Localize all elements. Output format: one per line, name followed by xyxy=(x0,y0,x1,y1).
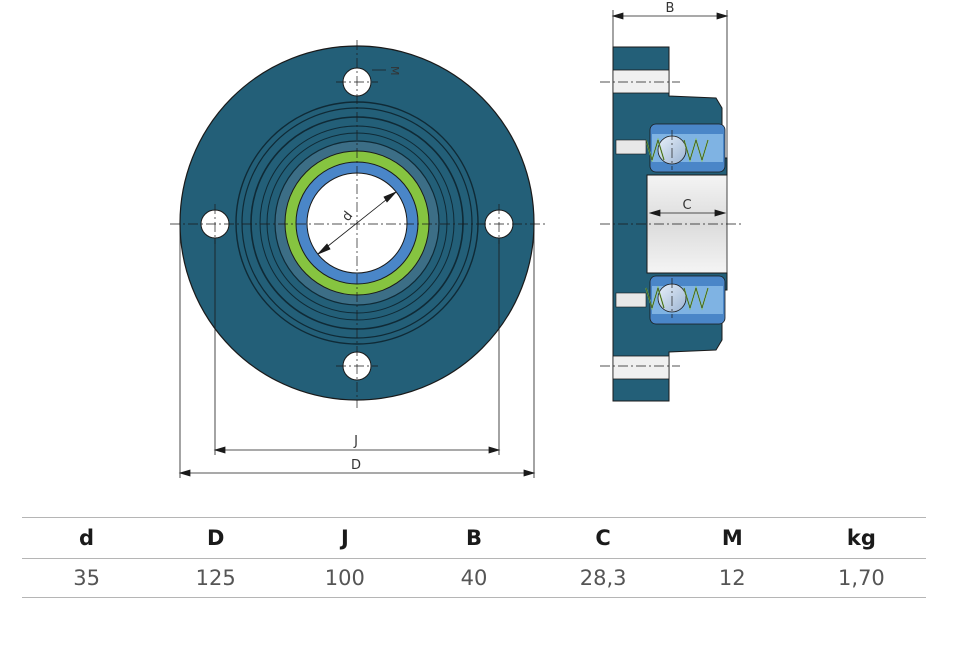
outer-diameter-label: D xyxy=(351,458,361,473)
header-d: d xyxy=(79,526,95,550)
value-D: 125 xyxy=(195,566,236,590)
table-row: 35 125 100 40 28,3 12 1,70 xyxy=(22,559,926,598)
header-C: C xyxy=(595,526,611,550)
width-label: B xyxy=(666,1,675,16)
bore-dimension xyxy=(317,191,397,255)
value-d: 35 xyxy=(73,566,100,590)
header-J: J xyxy=(340,526,349,550)
outer-diameter-dimension xyxy=(178,224,536,478)
hole-label: M xyxy=(388,66,401,76)
width-dimension xyxy=(611,10,729,158)
front-view: d M J D xyxy=(170,40,545,478)
side-bearing-upper xyxy=(615,123,726,173)
side-bolt-hole-top xyxy=(612,69,670,94)
header-D: D xyxy=(206,526,225,550)
side-view: B C xyxy=(600,1,742,402)
value-kg: 1,70 xyxy=(838,566,885,590)
value-J: 100 xyxy=(324,566,365,590)
value-B: 40 xyxy=(460,566,488,590)
dimensions-table: d D J B C M kg 35 125 100 40 28,3 12 1,7… xyxy=(22,517,926,598)
header-B: B xyxy=(465,526,482,550)
inner-width-dimension xyxy=(648,209,727,217)
header-kg: kg xyxy=(846,526,876,550)
header-M: M xyxy=(721,526,743,550)
side-center-lines xyxy=(600,81,742,367)
table-header-row: d D J B C M kg xyxy=(22,517,926,559)
inner-width-label: C xyxy=(682,198,691,213)
bolt-circle-dimension xyxy=(213,238,501,455)
front-center-lines xyxy=(170,40,545,408)
side-bolt-hole-bottom xyxy=(612,355,670,380)
value-M: 12 xyxy=(718,566,746,590)
value-C: 28,3 xyxy=(579,566,627,590)
technical-drawing: d M J D xyxy=(170,1,742,478)
bolt-circle-label: J xyxy=(353,434,358,449)
